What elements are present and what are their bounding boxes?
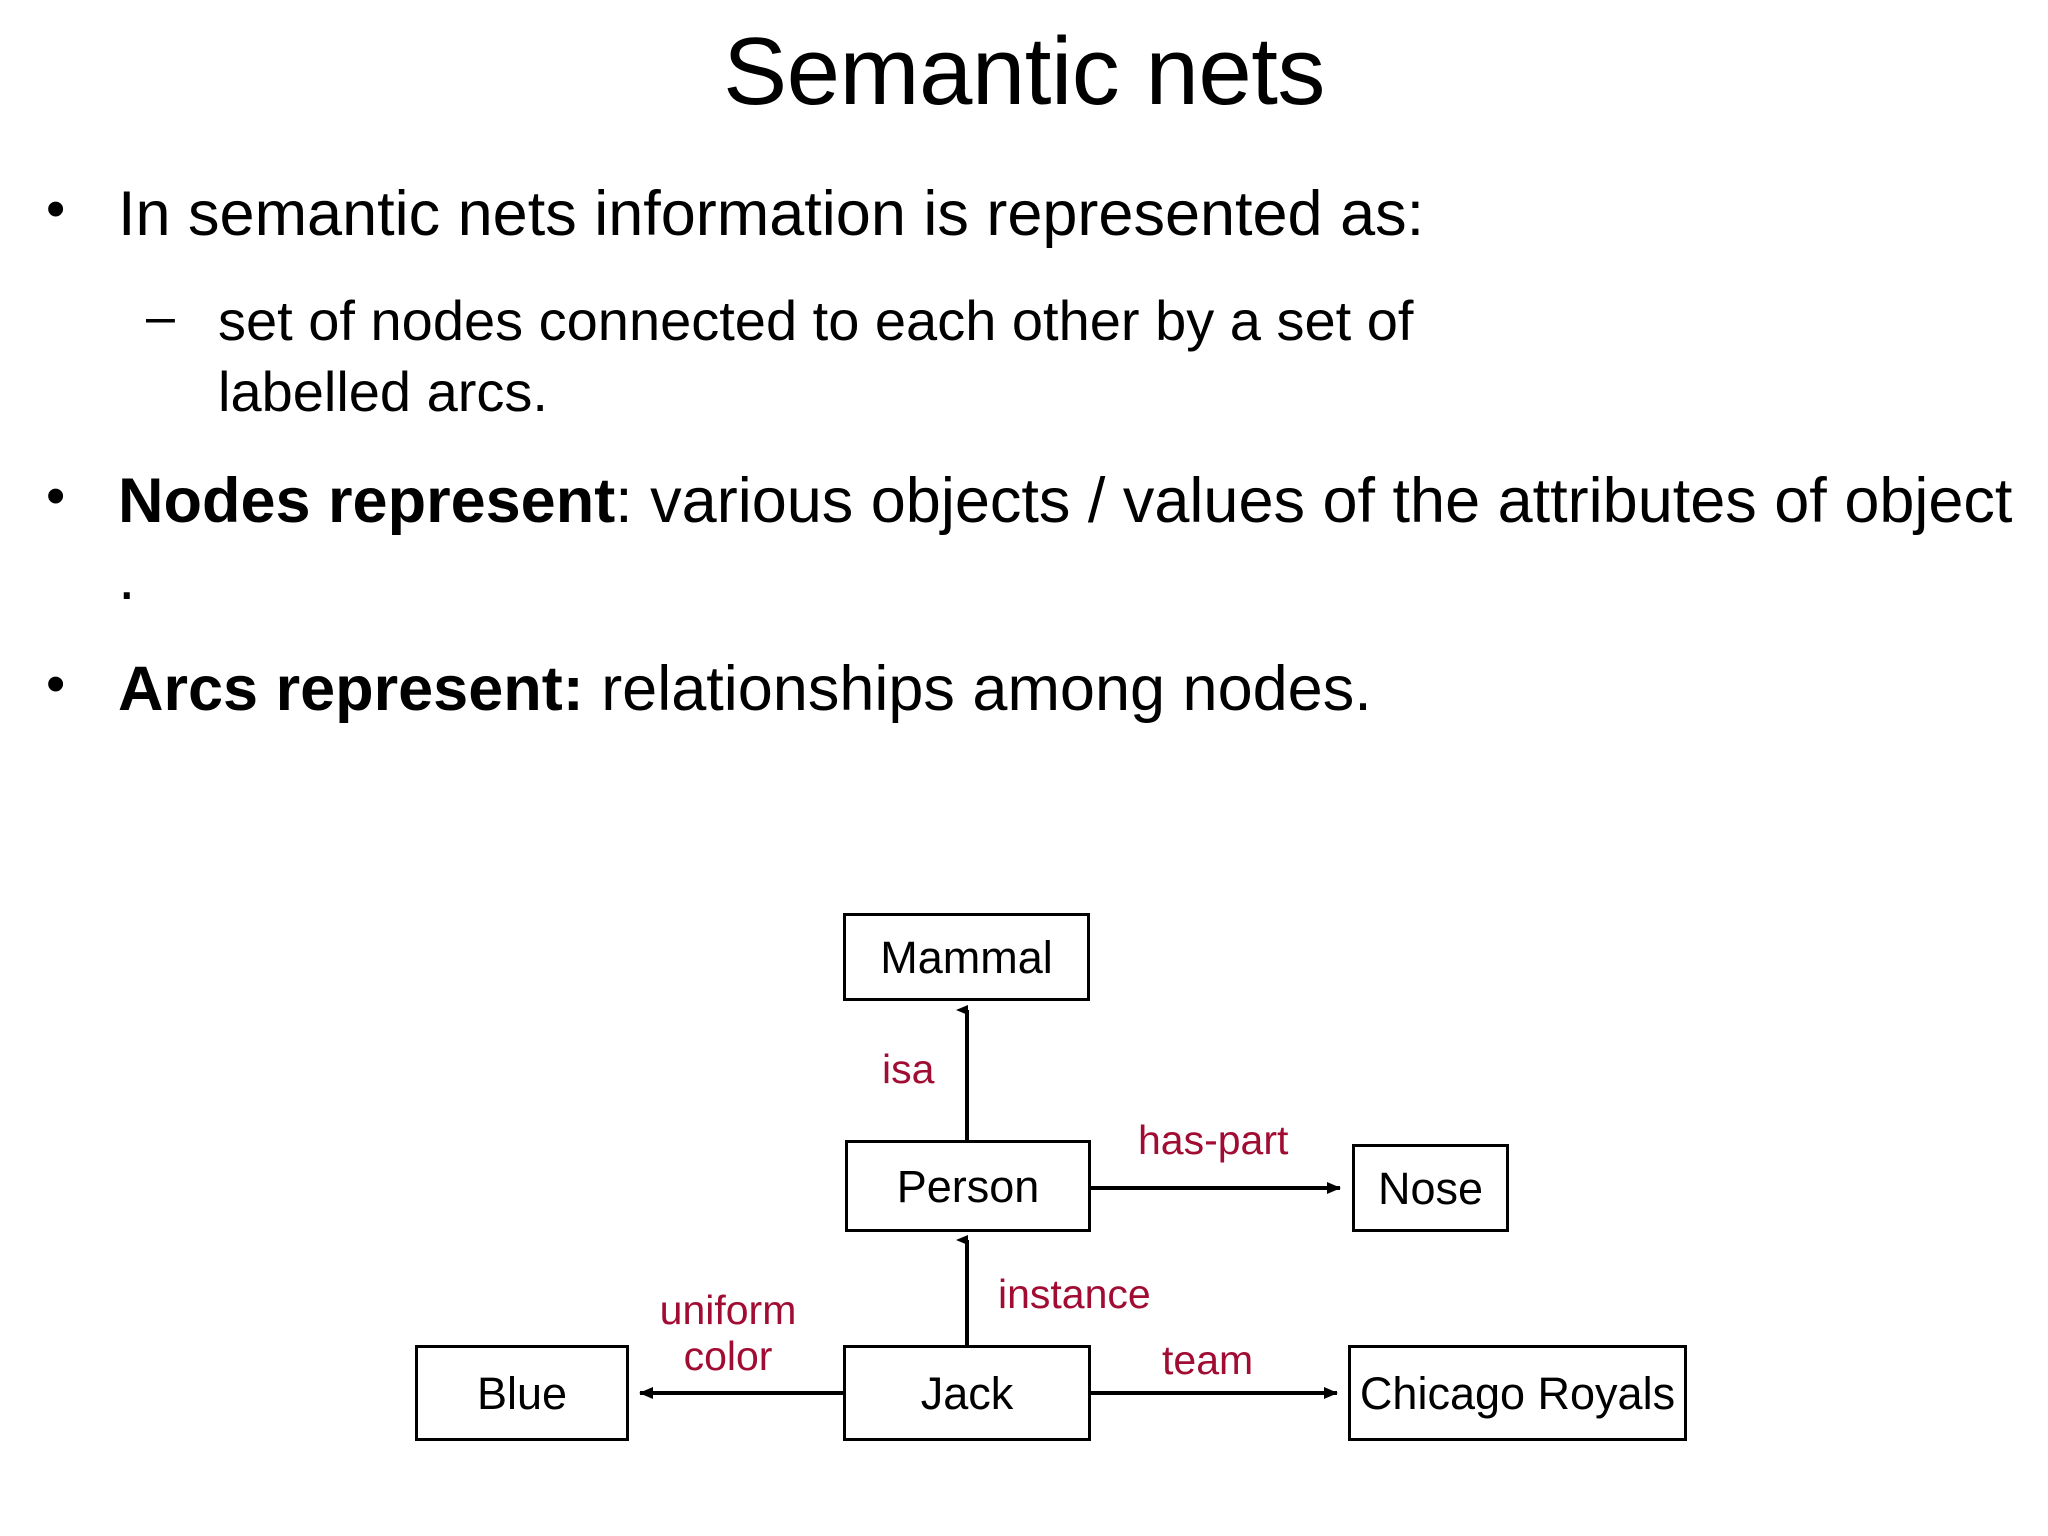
node-person[interactable]: Person bbox=[845, 1140, 1091, 1232]
node-person-label: Person bbox=[896, 1160, 1040, 1212]
bullet-item-3: • Arcs represent: relationships among no… bbox=[38, 651, 2028, 728]
page-title: Semantic nets bbox=[723, 18, 1325, 125]
spacer bbox=[38, 433, 2028, 463]
bullet-item-1: • In semantic nets information is repres… bbox=[38, 176, 2028, 253]
bullet-text-1: In semantic nets information is represen… bbox=[118, 179, 1425, 249]
node-mammal[interactable]: Mammal bbox=[843, 913, 1090, 1001]
bullet-marker-dot: • bbox=[46, 464, 66, 527]
bullet-item-2: • Nodes represent: various objects / val… bbox=[38, 463, 2028, 617]
node-blue-label: Blue bbox=[476, 1367, 568, 1419]
sub-bullet-item-1: – set of nodes connected to each other b… bbox=[38, 285, 2028, 427]
arc-label-team: team bbox=[1162, 1337, 1254, 1383]
arc-label-isa: isa bbox=[882, 1046, 935, 1092]
arc-label-instance: instance bbox=[998, 1271, 1151, 1317]
bullet-marker-dot: • bbox=[46, 177, 66, 239]
arc-label-uniform-color: uniform color bbox=[648, 1287, 808, 1380]
bullet-marker-dot: • bbox=[46, 651, 66, 714]
node-nose-label: Nose bbox=[1377, 1162, 1484, 1214]
sub-bullet-text-line-2: labelled arcs. bbox=[218, 359, 548, 423]
bullet-text-2-rest: : various objects / values of the attrib… bbox=[118, 466, 2013, 613]
bullet-text-3-bold: Arcs represent: bbox=[118, 653, 584, 724]
node-jack[interactable]: Jack bbox=[843, 1345, 1091, 1441]
node-nose[interactable]: Nose bbox=[1352, 1144, 1509, 1232]
sub-bullet-text-line-1: set of nodes connected to each other by … bbox=[218, 288, 1414, 352]
arc-label-uniform-color-line-1: uniform bbox=[659, 1287, 797, 1333]
sub-bullet-marker-dash: – bbox=[146, 287, 175, 346]
arc-label-uniform-color-line-2: color bbox=[683, 1332, 773, 1379]
bullet-text-3-rest: relationships among nodes. bbox=[583, 653, 1372, 724]
node-mammal-label: Mammal bbox=[880, 931, 1053, 983]
arc-label-has-part: has-part bbox=[1138, 1117, 1289, 1163]
node-jack-label: Jack bbox=[920, 1367, 1014, 1419]
node-chicago-royals-label: Chicago Royals bbox=[1359, 1367, 1676, 1419]
node-blue[interactable]: Blue bbox=[415, 1345, 629, 1441]
node-chicago-royals[interactable]: Chicago Royals bbox=[1348, 1345, 1687, 1441]
bullet-text-2-bold: Nodes represent bbox=[118, 466, 616, 537]
spacer bbox=[38, 621, 2028, 651]
slide-body: • In semantic nets information is repres… bbox=[38, 176, 2028, 732]
spacer bbox=[38, 257, 2028, 279]
